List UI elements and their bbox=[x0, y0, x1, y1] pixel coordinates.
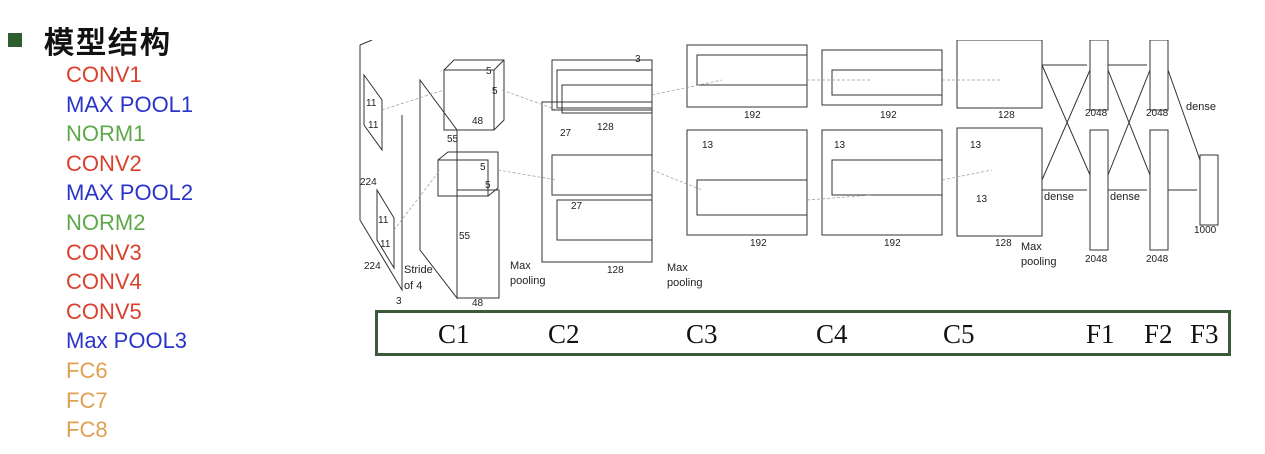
dim-label: 2048 bbox=[1146, 108, 1169, 119]
max-pooling-label: pooling bbox=[667, 277, 702, 289]
layer-item: FC7 bbox=[66, 387, 108, 413]
max-pooling-label: pooling bbox=[1021, 256, 1056, 268]
bar-label-c4: C4 bbox=[816, 319, 848, 349]
stride-label: Stride bbox=[404, 264, 433, 276]
max-pooling-label: pooling bbox=[510, 275, 545, 287]
dim-label: 13 bbox=[834, 140, 846, 151]
layer-item: Max POOL3 bbox=[66, 328, 188, 354]
dim-label: 55 bbox=[459, 231, 471, 242]
bar-label-c2: C2 bbox=[548, 319, 580, 349]
layer-item: CONV5 bbox=[66, 298, 142, 324]
dim-label: 2048 bbox=[1085, 254, 1108, 265]
max-pooling-label: Max bbox=[510, 260, 531, 272]
layer-item: FC8 bbox=[66, 417, 108, 443]
dim-label: 13 bbox=[702, 140, 714, 151]
bar-label-c3: C3 bbox=[686, 319, 718, 349]
dim-label: 3 bbox=[396, 296, 402, 307]
dim-label: 11 bbox=[366, 98, 377, 109]
dim-label: 1000 bbox=[1194, 225, 1217, 236]
dim-label: 128 bbox=[995, 238, 1012, 249]
dim-label: 27 bbox=[560, 128, 572, 139]
dim-label: 128 bbox=[607, 265, 624, 276]
kernel-label: 5 bbox=[480, 162, 486, 173]
bar-label-c1: C1 bbox=[438, 319, 470, 349]
square-bullet-icon bbox=[8, 33, 22, 47]
layer-item: FC6 bbox=[66, 357, 108, 383]
dim-label: 48 bbox=[472, 116, 484, 127]
dim-label: 128 bbox=[998, 110, 1015, 121]
dim-label: 48 bbox=[472, 298, 484, 309]
layer-item: NORM1 bbox=[66, 121, 146, 147]
kernel-label: 3 bbox=[635, 54, 641, 65]
dim-label: 224 bbox=[360, 177, 377, 188]
layer-list: CONV1 MAX POOL1 NORM1 CONV2 MAX POOL2 NO… bbox=[66, 60, 193, 445]
dim-label: 192 bbox=[744, 110, 761, 121]
bar-label-c5: C5 bbox=[943, 319, 975, 349]
bar-label-f2: F2 bbox=[1144, 319, 1173, 349]
dim-label: 11 bbox=[380, 239, 391, 250]
layer-item: MAX POOL1 bbox=[66, 91, 194, 117]
dense-label: dense bbox=[1110, 191, 1140, 203]
dim-label: 13 bbox=[970, 140, 982, 151]
bar-label-f1: F1 bbox=[1086, 319, 1115, 349]
layer-item: CONV1 bbox=[66, 62, 142, 87]
alexnet-architecture-diagram: 11 11 224 11 11 224 3 Stride of 4 5 5 5 … bbox=[359, 40, 1219, 309]
dim-label: 11 bbox=[378, 215, 389, 226]
layer-item: CONV4 bbox=[66, 269, 142, 295]
layer-labels-bar: C1 C2 C3 C4 C5 F1 F2 F3 bbox=[375, 310, 1231, 356]
kernel-label: 5 bbox=[492, 86, 498, 97]
max-pooling-label: Max bbox=[1021, 241, 1042, 253]
dense-label: dense bbox=[1044, 191, 1074, 203]
dim-label: 192 bbox=[750, 238, 767, 249]
dim-label: 11 bbox=[368, 120, 379, 131]
dense-label: dense bbox=[1186, 101, 1216, 113]
kernel-label: 5 bbox=[486, 66, 492, 77]
dim-label: 224 bbox=[364, 261, 381, 272]
slide-title: 模型结构 bbox=[44, 26, 172, 61]
slide-heading: 模型结构 bbox=[8, 18, 172, 62]
dim-label: 192 bbox=[880, 110, 897, 121]
layer-item: CONV2 bbox=[66, 150, 142, 176]
dim-label: 192 bbox=[884, 238, 901, 249]
dim-label: 2048 bbox=[1085, 108, 1108, 119]
dim-label: 2048 bbox=[1146, 254, 1169, 265]
dim-label: 27 bbox=[571, 201, 583, 212]
dim-label: 55 bbox=[447, 134, 459, 145]
dim-label: 13 bbox=[976, 194, 988, 205]
dim-label: 128 bbox=[597, 122, 614, 133]
layer-item: CONV3 bbox=[66, 239, 142, 265]
bar-label-f3: F3 bbox=[1190, 319, 1219, 349]
kernel-label: 5 bbox=[485, 180, 491, 191]
stride-label: of 4 bbox=[404, 280, 422, 292]
layer-item: MAX POOL2 bbox=[66, 180, 194, 206]
max-pooling-label: Max bbox=[667, 262, 688, 274]
layer-item: NORM2 bbox=[66, 209, 146, 235]
